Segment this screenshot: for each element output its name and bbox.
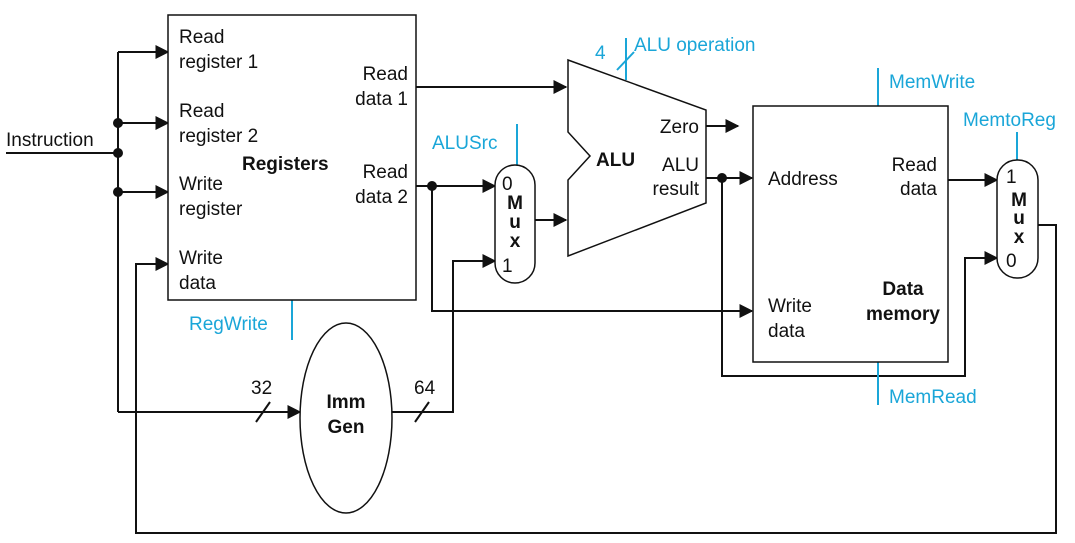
data-memory-title-line2: memory xyxy=(866,304,940,325)
imm-gen-title-line2: Gen xyxy=(328,417,365,438)
alusrc-mux-letter-m: M xyxy=(507,193,523,214)
read-data-1-line2: data 1 xyxy=(355,89,408,110)
alu-operation-slash xyxy=(616,51,635,71)
alusrc-mux-in1: 1 xyxy=(502,256,513,277)
imm-gen-title-line1: Imm xyxy=(326,392,365,413)
mem-write-data-line2: data xyxy=(768,321,805,342)
registers-box xyxy=(167,14,417,301)
slash-64 xyxy=(414,401,430,423)
memtoreg-mux-letter-m: M xyxy=(1011,190,1027,211)
alu-zero-label: Zero xyxy=(660,117,699,138)
alu-block: ALU Zero ALU result xyxy=(567,58,707,258)
junction xyxy=(427,181,437,191)
write-register-line1: Write xyxy=(179,174,223,195)
memtoreg-mux-in0: 0 xyxy=(1006,251,1017,272)
registers-block: Read register 1 Read register 2 Write re… xyxy=(167,14,417,301)
control-labels: 4 ALU operation ALUSrc RegWrite MemWrite… xyxy=(189,35,1056,408)
wires xyxy=(6,45,1057,534)
registers-title: Registers xyxy=(242,154,329,175)
address-label: Address xyxy=(768,169,838,190)
alusrc-mux: 0 M u x 1 xyxy=(494,164,536,284)
alusrc-mux-letter-x: x xyxy=(510,231,521,252)
alusrc-mux-letter-u: u xyxy=(509,212,521,233)
alu-shape xyxy=(567,58,707,258)
data-memory-box xyxy=(752,105,949,363)
control-lines xyxy=(291,38,1018,405)
mem-write-data-line1: Write xyxy=(768,296,812,317)
writeback-wire xyxy=(135,224,1057,534)
read-register-1-line1: Read xyxy=(179,27,224,48)
junctions xyxy=(113,118,727,197)
read-data-2-to-memory xyxy=(431,186,754,318)
memread-label: MemRead xyxy=(889,387,977,408)
reg-write-data-line1: Write xyxy=(179,248,223,269)
read-data-2-line1: Read xyxy=(363,162,408,183)
memtoreg-mux-letter-u: u xyxy=(1013,208,1025,229)
read-data-2-line2: data 2 xyxy=(355,187,408,208)
slash-32 xyxy=(255,401,271,423)
junction xyxy=(113,148,123,158)
imm-gen-block: Imm Gen 32 64 xyxy=(251,322,436,514)
regwrite-label: RegWrite xyxy=(189,314,268,335)
alusrc-label: ALUSrc xyxy=(432,133,497,154)
imm-width-out: 64 xyxy=(414,378,436,399)
mem-read-data-line1: Read xyxy=(892,155,937,176)
alu-operation-label: ALU operation xyxy=(634,35,755,56)
write-register-line2: register xyxy=(179,199,243,220)
imm-width-in: 32 xyxy=(251,378,272,399)
instruction-label: Instruction xyxy=(6,130,94,151)
memtoreg-mux-letter-x: x xyxy=(1014,227,1025,248)
junction xyxy=(717,173,727,183)
memtoreg-mux-body xyxy=(996,159,1039,279)
memwrite-label: MemWrite xyxy=(889,72,975,93)
memtoreg-mux: 1 M u x 0 xyxy=(996,159,1039,279)
mem-read-data-line2: data xyxy=(900,179,937,200)
read-register-1-line2: register 1 xyxy=(179,52,258,73)
imm-gen-ellipse xyxy=(299,322,393,514)
alu-result-line2: result xyxy=(653,179,700,200)
junction xyxy=(113,118,123,128)
alusrc-mux-body xyxy=(494,164,536,284)
data-memory-title-line1: Data xyxy=(882,279,924,300)
junction xyxy=(113,187,123,197)
alu-result-bypass xyxy=(721,178,999,377)
read-register-2-line1: Read xyxy=(179,101,224,122)
reg-write-data-line2: data xyxy=(179,273,216,294)
alusrc-mux-in0: 0 xyxy=(502,174,513,195)
alu-result-line1: ALU xyxy=(662,155,699,176)
memtoreg-mux-in1: 1 xyxy=(1006,167,1017,188)
read-register-2-line2: register 2 xyxy=(179,126,258,147)
memtoreg-label: MemtoReg xyxy=(963,110,1056,131)
alu-op-width-label: 4 xyxy=(595,43,606,64)
read-data-1-line1: Read xyxy=(363,64,408,85)
data-memory-block: Address Read data Write data Data memory xyxy=(752,105,949,363)
alu-title: ALU xyxy=(596,150,635,171)
